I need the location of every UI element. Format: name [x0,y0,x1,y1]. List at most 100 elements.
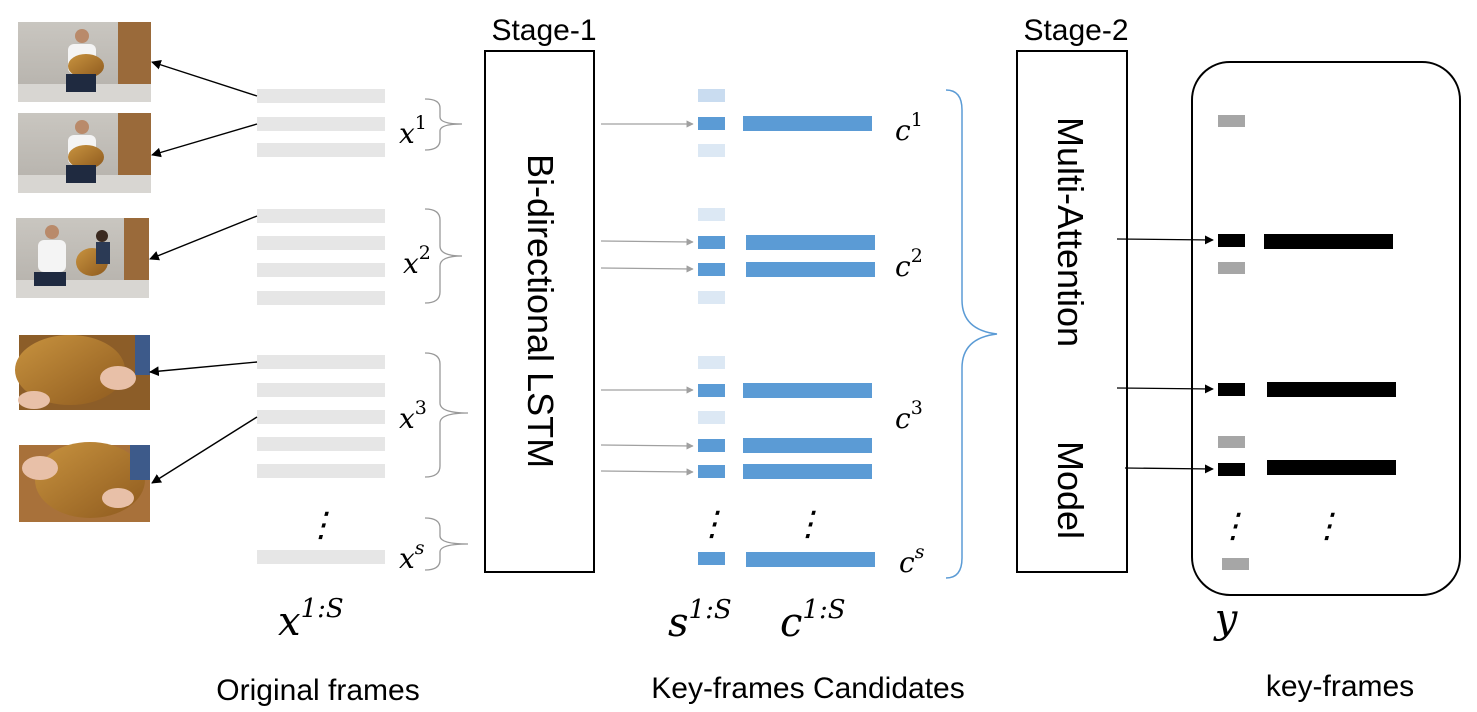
candidates-caption: Key-frames Candidates [651,672,964,705]
x-group-label-1: x1 [399,112,427,150]
stage1-output-arrows [600,120,694,476]
candidate-label-1: c1 [895,109,923,147]
arrow [600,442,694,450]
keyframe-bar [1264,234,1393,249]
keyframe-bar [1267,382,1396,397]
brace [424,98,463,151]
arrow [1116,384,1214,394]
score-black [1218,383,1245,396]
score-selected [698,552,725,565]
score-pale [698,356,725,369]
stage1-box-label: Bi-directional LSTM [520,154,561,468]
score-gray [1218,262,1245,274]
score-ellipsis: ⋮ [695,504,729,544]
frames-ellipsis: ⋮ [304,505,338,545]
frame-bar [257,464,385,478]
brace [424,517,469,571]
x-group-label-2: x2 [403,242,431,280]
candidate-label-2: c2 [895,245,923,283]
arrow [149,215,258,261]
candidate-bar [746,262,875,277]
arrow [1124,464,1214,474]
stage1-title: Stage-1 [491,14,596,47]
original-frame-bars [257,89,385,564]
score-pale [698,208,725,221]
c-symbol: c1:S [780,595,846,646]
candidate-feature-bars [743,116,875,567]
score-black [1218,463,1245,476]
score-gray [1218,436,1245,448]
keyframe-feature-bars [1264,234,1396,475]
frame-bar [257,117,385,131]
thumbnail-vet-with-dog-1 [18,22,151,102]
arrow [151,123,258,158]
candidate-bar [746,235,875,250]
frame-bar [257,263,385,277]
x-group-label-s: xs [399,537,425,575]
stage2-box-label-2: Model [1050,441,1091,539]
score-pale [698,89,725,102]
frame-to-thumbnail-arrows [149,60,258,484]
arrow [1116,235,1214,245]
arrow [149,361,258,377]
score-selected [698,117,725,130]
candidate-labels: c1 c2 c3 cs [895,109,925,579]
score-selected [698,384,725,397]
candidate-ellipsis: ⋮ [791,504,825,544]
brace [424,352,469,478]
frame-bar [257,410,385,424]
keyframe-score-column [1218,115,1249,570]
stage2-output-arrows [1116,235,1214,474]
score-gray [1218,115,1245,127]
stage1-box [484,50,595,573]
score-selected [698,236,725,249]
frame-bar [257,383,385,397]
frame-bar [257,236,385,250]
x-symbol: x1:S [278,594,344,645]
arrow [600,238,694,246]
arrow [151,60,258,97]
x-group-braces [424,98,469,571]
score-selected [698,263,725,276]
keyframe-bar-ellipsis: ⋮ [1310,506,1344,546]
x-group-labels: x1 x2 x3 xs [399,112,431,575]
frame-bar [257,143,385,157]
candidate-bar [743,438,872,453]
arrow [600,265,694,273]
score-pale [698,291,725,304]
frame-bar [257,355,385,369]
frame-bar [257,550,385,564]
candidate-bar [743,383,872,398]
score-pale [698,144,725,157]
score-pale [698,411,725,424]
frame-bar [257,89,385,103]
candidate-score-column [698,89,725,565]
candidate-label-s: cs [899,541,925,579]
arrow [151,416,258,484]
thumbnail-vet-with-dog-2 [18,113,151,193]
arrow [600,468,694,476]
candidate-bar [743,464,872,479]
stage2-title: Stage-2 [1023,14,1128,47]
candidate-bar [746,552,875,567]
frame-bar [257,291,385,305]
original-frames-caption: Original frames [216,674,419,707]
thumbnail-dog-closeup-1 [15,335,150,410]
candidates-brace [945,89,998,579]
score-black [1218,234,1245,247]
x-group-label-3: x3 [399,397,427,435]
score-selected [698,465,725,478]
brace [424,208,463,304]
thumbnail-dog-closeup-2 [19,442,150,522]
candidate-label-3: c3 [895,397,923,435]
thumbnail-vet-with-dog-and-girl [16,218,149,298]
stage2-box-label-1: Multi-Attention [1050,117,1091,347]
y-symbol: y [1213,596,1239,642]
stage2-box [1016,50,1128,573]
keyframes-caption: key-frames [1266,670,1414,703]
frame-bar [257,437,385,451]
score-selected [698,439,725,452]
s-symbol: s1:S [668,595,732,646]
score-gray [1222,558,1249,570]
